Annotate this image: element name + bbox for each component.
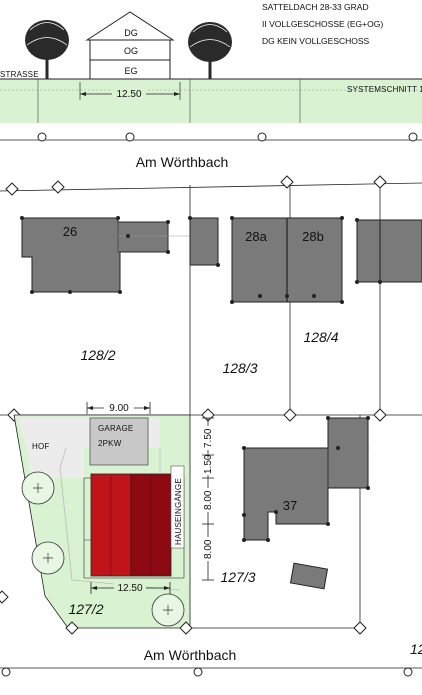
building-28: 28a 28b	[231, 217, 343, 303]
garage	[89, 417, 149, 466]
house-number: 37	[283, 498, 297, 513]
section-width-label: 12.50	[116, 89, 141, 100]
proposed-lot: GARAGE 2PKW HAUSEINGÄNGE HOF	[13, 401, 215, 629]
section-house: DG OG EG	[85, 11, 175, 80]
street-name-top: Am Wörthbach	[136, 154, 229, 170]
tree-icon	[188, 22, 232, 79]
vertex-dots	[20, 216, 382, 304]
dim-label: 8.00	[203, 490, 214, 510]
legend-floors: II VOLLGESCHOSSE (EG+OG)	[262, 19, 383, 29]
section-right-label: SYSTEMSCHNITT 1	[347, 85, 422, 94]
legend-roof: SATTELDACH 28-33 GRAD	[262, 2, 369, 12]
parcel-label: 128/4	[303, 329, 338, 345]
section-left-label: STRASSE	[0, 70, 39, 79]
garage-label: GARAGE	[98, 424, 133, 433]
dimension-top: 9.00	[86, 401, 151, 414]
dim-label: 12.50	[117, 583, 142, 594]
parcel-label: 128/3	[222, 360, 257, 376]
parcel-label: 12	[410, 641, 422, 657]
house-number: 28b	[302, 229, 324, 244]
entrance-strip	[170, 465, 185, 549]
dim-label: 8.00	[203, 539, 214, 559]
floor-label: OG	[124, 46, 138, 56]
dim-label: 7.50	[203, 428, 214, 448]
building-right	[356, 219, 422, 283]
street-name-bottom: Am Wörthbach	[144, 647, 237, 663]
shed	[289, 562, 329, 590]
floor-label: EG	[124, 66, 137, 76]
section-green-band	[0, 79, 422, 123]
tree-icon	[21, 471, 55, 505]
shed	[189, 217, 219, 266]
dim-label: 1.50	[203, 454, 214, 474]
plan-view: Am Wörthbach 26 28a 28b	[0, 132, 422, 677]
parcel-label: 127/2	[68, 601, 103, 617]
legend: SATTELDACH 28-33 GRAD II VOLLGESCHOSSE (…	[262, 2, 383, 46]
house-number: 28a	[245, 229, 267, 244]
house-number: 26	[63, 224, 77, 239]
parcel-label: 128/2	[80, 347, 115, 363]
legend-attic: DG KEIN VOLLGESCHOSS	[262, 36, 370, 46]
tree-icon	[31, 541, 65, 575]
floor-label: DG	[124, 28, 138, 38]
dimension-bottom: 12.50	[90, 581, 171, 594]
garage-label: 2PKW	[98, 439, 122, 448]
tree-icon	[25, 20, 69, 79]
dimension-vertical: 7.50 1.50 8.00 8.00	[201, 417, 215, 581]
building-37: 37	[243, 417, 369, 541]
vertex-dots	[242, 416, 370, 542]
entrance-label: HAUSEINGÄNGE	[174, 478, 183, 545]
section-view: DG OG EG 12.50 STRASSE SYSTEMSCHNITT 1	[0, 2, 422, 123]
dim-label: 9.00	[109, 403, 129, 414]
section-dimension: 12.50	[80, 87, 180, 100]
parcel-label: 127/3	[220, 569, 255, 585]
tree-icon	[151, 593, 185, 627]
yard-label: HOF	[32, 442, 50, 451]
building-26: 26	[21, 217, 169, 293]
